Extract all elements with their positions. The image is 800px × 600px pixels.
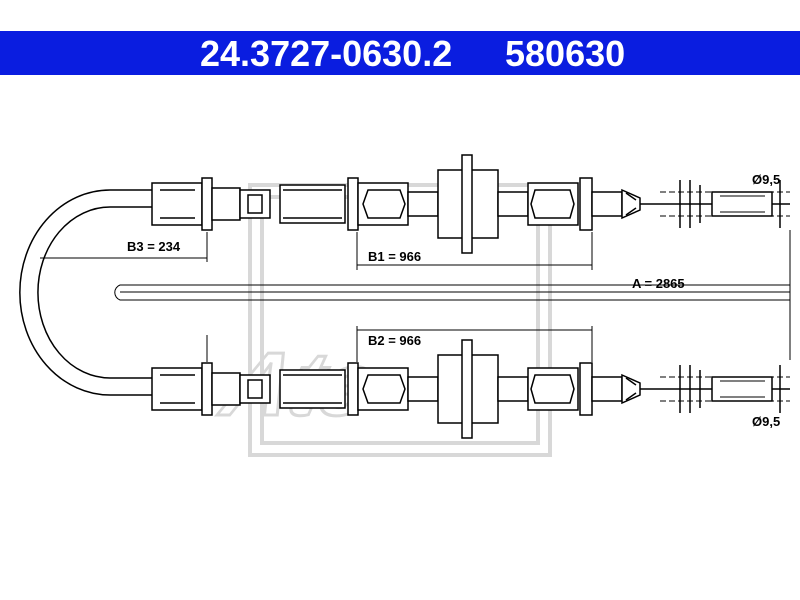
dimension-lines [40,230,791,362]
reference-number: 580630 [505,33,626,74]
bottom-cable [151,339,790,439]
dimension-b2-label: B2 = 966 [368,333,421,348]
diameter-top-label: Ø9,5 [752,172,780,187]
dimension-a-label: A = 2865 [632,276,685,291]
top-cable [19,154,790,396]
part-number: 24.3727-0630.2 [200,33,453,74]
diameter-bottom-label: Ø9,5 [752,414,780,429]
dimension-b1-label: B1 = 966 [368,249,421,264]
title-banner: 24.3727-0630.2 580630 [0,31,800,75]
dimension-b3-label: B3 = 234 [127,239,181,254]
